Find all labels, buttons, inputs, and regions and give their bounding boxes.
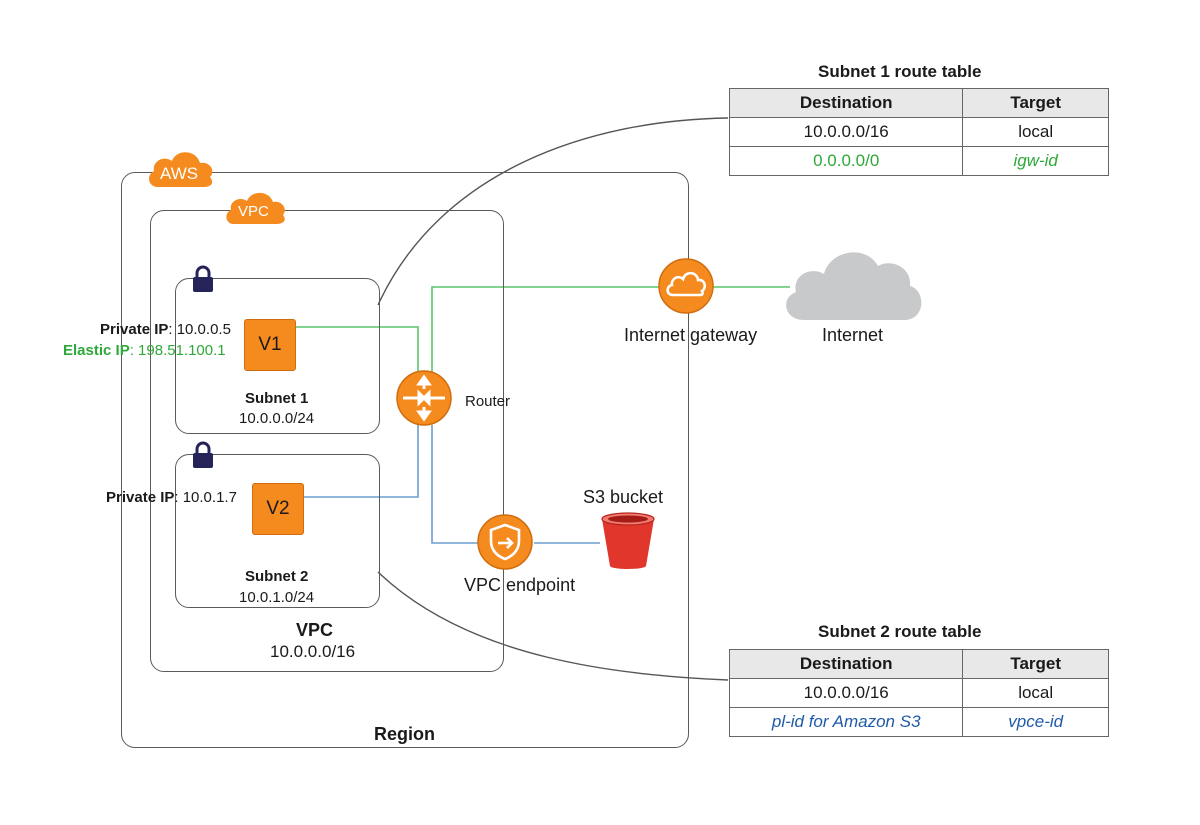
aws-cloud-icon [149,152,213,187]
subnet1-lock-icon [193,265,213,292]
target-cell: local [962,678,1109,708]
destination-cell: 10.0.0.0/16 [728,117,964,147]
vpc-badge: VPC [238,203,269,220]
target-cell: igw-id [962,146,1109,176]
vpc-label: VPC [296,620,334,640]
blue-v2-line [302,425,419,498]
subnet1-box [175,278,380,434]
table-header-row: Destination Target [728,88,1109,118]
vpc-cloud-icon [226,192,285,224]
region-box [121,172,689,748]
subnet1-elastic-ip-value: : 198.51.100.1 [129,342,226,359]
internet-gateway-icon[interactable] [657,257,715,315]
destination-cell: 0.0.0.0/0 [728,146,964,176]
subnet1-cidr: 10.0.0.0/24 [239,410,315,427]
table-row: 10.0.0.0/16 local [728,678,1109,708]
green-igw-line [431,286,660,395]
subnet1-private-ip-value: : 10.0.0.5 [168,321,231,338]
column-header: Destination [728,88,964,118]
subnet2-private-ip-value: : 10.0.1.7 [174,489,237,506]
route-table-2-title: Subnet 2 route table [818,622,982,641]
subnet1-private-ip-label: Private IP [100,321,169,338]
route-table-1-title: Subnet 1 route table [818,62,982,81]
subnet1-label: Subnet 1 [245,390,309,407]
subnet2-cidr: 10.0.1.0/24 [239,589,315,606]
destination-cell: 10.0.0.0/16 [728,678,964,708]
table-row: pl-id for Amazon S3 vpce-id [728,707,1109,737]
column-header: Target [962,88,1109,118]
blue-endpoint-line [431,425,478,544]
internet-label: Internet [822,325,884,345]
v2-instance[interactable]: V2 [252,483,304,535]
aws-label: AWS [160,164,199,183]
region-label: Region [374,724,435,744]
vpc-endpoint-label: VPC endpoint [464,575,576,595]
route-table-1: Destination Target 10.0.0.0/16 local 0.0… [728,88,1109,176]
s3-bucket-label: S3 bucket [583,487,664,507]
vpc-box [150,210,504,672]
table-row: 10.0.0.0/16 local [728,117,1109,147]
subnet2-lock-icon [193,441,213,468]
target-cell: local [962,117,1109,147]
subnet2-private-ip: Private IP: 10.0.1.7 [106,489,237,506]
subnet1-private-ip: Private IP: 10.0.0.5 [100,321,231,338]
subnet1-table-curve [377,117,729,306]
subnet1-elastic-ip: Elastic IP: 198.51.100.1 [63,342,226,359]
s3-bucket-icon[interactable] [598,511,658,571]
subnet2-private-ip-label: Private IP [106,489,175,506]
vpc-endpoint-icon[interactable] [476,513,534,571]
target-cell: vpce-id [962,707,1109,737]
table-header-row: Destination Target [728,649,1109,679]
destination-cell: pl-id for Amazon S3 [728,707,964,737]
internet-gateway-label: Internet gateway [624,325,758,345]
subnet2-table-curve [377,571,729,681]
internet-cloud-icon [786,252,922,320]
router-icon[interactable] [395,369,453,427]
subnet2-label: Subnet 2 [245,568,309,585]
v1-instance[interactable]: V1 [244,319,296,371]
column-header: Destination [728,649,964,679]
column-header: Target [962,649,1109,679]
vpc-cidr: 10.0.0.0/16 [270,642,356,661]
table-row: 0.0.0.0/0 igw-id [728,146,1109,176]
subnet2-box [175,454,380,608]
subnet1-elastic-ip-label: Elastic IP [63,342,130,359]
router-label: Router [465,393,511,410]
route-table-2: Destination Target 10.0.0.0/16 local pl-… [728,649,1109,737]
